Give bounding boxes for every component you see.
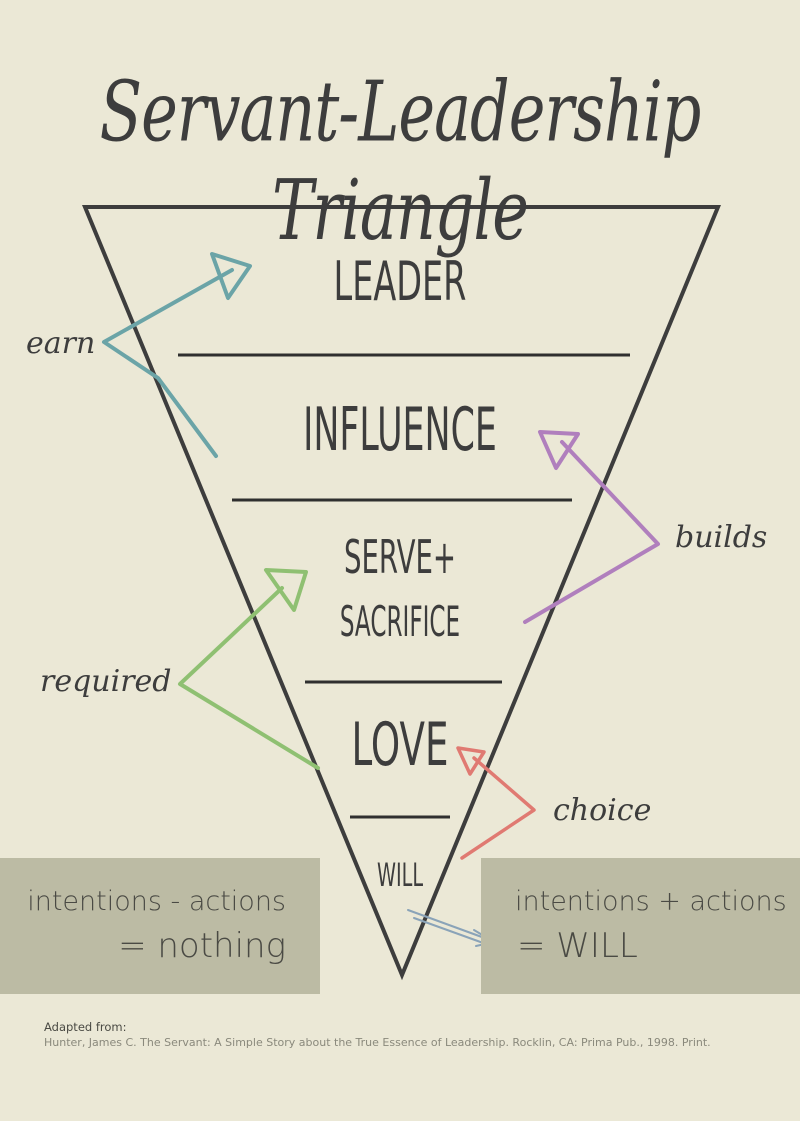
annotation-builds: builds	[675, 520, 768, 555]
annotation-earn: earn	[26, 326, 96, 361]
equation-left-line1: intentions - actions	[27, 886, 286, 917]
required-arrow-icon	[178, 568, 320, 770]
annotation-choice: choice	[553, 793, 652, 828]
level-leader: LEADER	[333, 250, 467, 313]
level-love: LOVE	[351, 710, 449, 780]
equation-right-line1: intentions + actions	[515, 886, 787, 917]
builds-arrow-icon	[523, 430, 660, 624]
choice-arrow-icon	[456, 746, 536, 860]
page-title: Servant-Leadership Triangle	[99, 62, 702, 260]
annotation-required: required	[40, 664, 172, 699]
credit-citation: Hunter, James C. The Servant: A Simple S…	[44, 1036, 711, 1049]
level-serve: SERVE+	[343, 530, 457, 584]
equation-right-line2: = WILL	[517, 926, 638, 966]
equation-box-nothing: intentions - actions = nothing	[0, 858, 320, 994]
equation-box-will: intentions + actions = WILL	[481, 858, 800, 994]
equation-left-line2: = nothing	[118, 926, 286, 966]
credit-heading: Adapted from:	[44, 1020, 127, 1034]
level-influence: INFLUENCE	[303, 395, 497, 465]
earn-arrow-icon	[102, 252, 252, 458]
level-will: WILL	[376, 856, 424, 894]
inverted-triangle	[82, 205, 721, 981]
level-sacrifice: SACRIFICE	[339, 597, 461, 646]
